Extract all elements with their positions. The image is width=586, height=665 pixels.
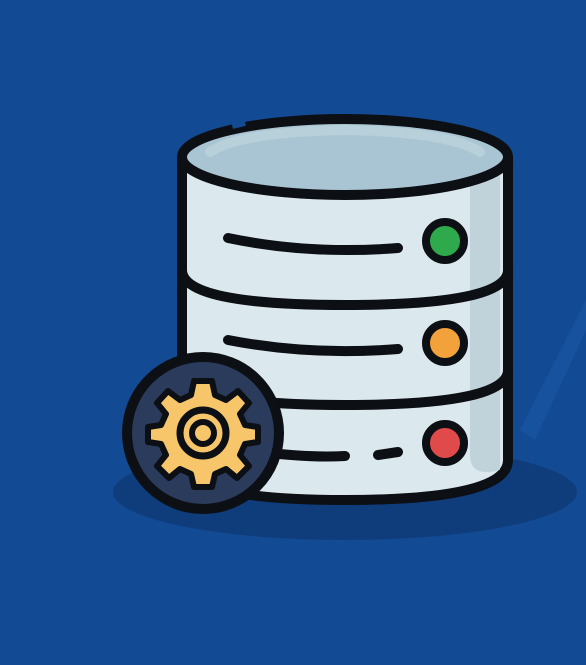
status-light-orange [422,320,468,366]
slot-line-3b [373,447,403,460]
database-top-highlight [205,124,485,157]
gear-hub [189,419,217,447]
slot-line-1 [223,233,403,256]
gear-badge [122,352,284,514]
status-light-red [422,420,468,466]
database-top-rim-gap [231,118,246,129]
database-icon [177,114,513,505]
status-light-green [422,218,468,264]
tier-separator-1 [177,265,513,311]
database-shade [470,175,500,473]
slot-line-2 [223,335,403,357]
light-streak [520,300,586,440]
gear-icon [145,378,261,490]
